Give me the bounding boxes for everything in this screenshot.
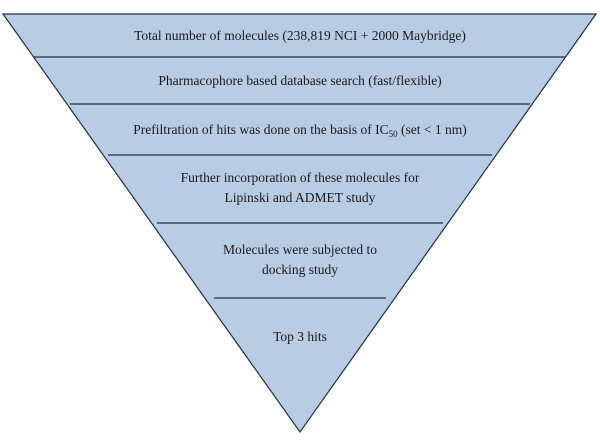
level-1-text: Total number of molecules (238,819 NCI +… [134,28,466,43]
level-6-label: Top 3 hits [0,327,600,347]
level-2-text: Pharmacophore based database search (fas… [158,73,442,88]
level-2-label: Pharmacophore based database search (fas… [0,71,600,91]
level-3-text-suffix: (set < 1 nm) [397,122,467,137]
level-3-text-prefix: Prefiltration of hits was done on the ba… [133,122,389,137]
level-3-subscript: 50 [388,129,398,139]
level-5-line-1: Molecules were subjected to [222,242,378,257]
level-4-line-1: Further incorporation of these molecules… [180,170,420,185]
level-4-line-2: Lipinski and ADMET study [224,190,376,205]
level-1-label: Total number of molecules (238,819 NCI +… [0,26,600,46]
level-6-text: Top 3 hits [273,329,327,344]
level-5-line-2: docking study [261,262,339,277]
level-4-label: Further incorporation of these molecules… [0,168,600,208]
level-5-label: Molecules were subjected to docking stud… [0,240,600,280]
level-3-label: Prefiltration of hits was done on the ba… [0,120,600,140]
